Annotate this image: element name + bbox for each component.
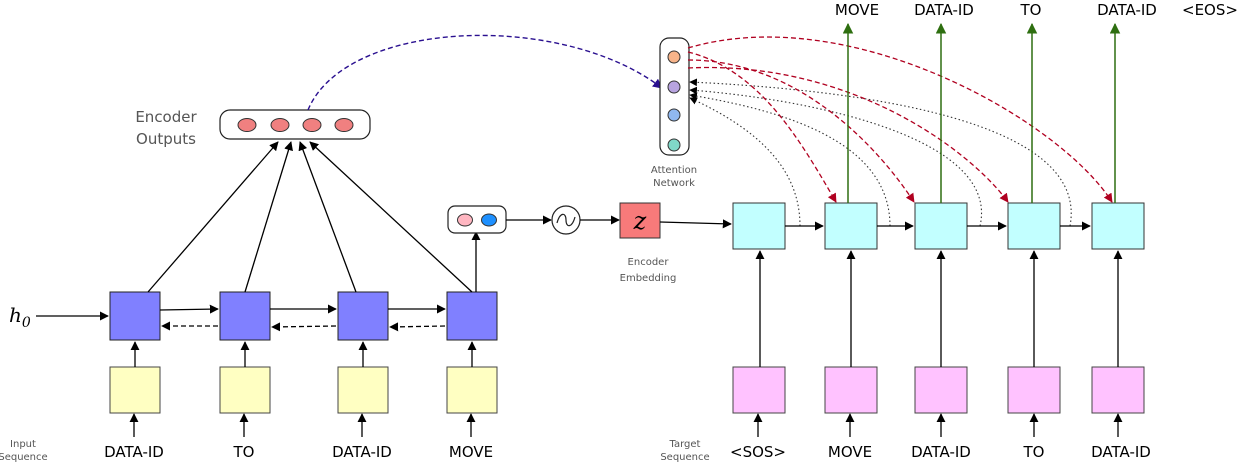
output-token: TO	[1020, 1, 1042, 19]
encoder-embedding-label: Embedding	[620, 273, 677, 284]
latent-box	[447, 205, 507, 234]
input-embedding-box	[337, 366, 389, 414]
decoder-cell	[732, 202, 786, 250]
input-token: DATA-ID	[104, 443, 164, 461]
input-token: MOVE	[449, 443, 493, 461]
encoder-outputs-box	[219, 109, 371, 140]
output-token: DATA-ID	[914, 1, 974, 19]
target-token: <SOS>	[730, 443, 786, 461]
decoder-cell	[914, 202, 968, 250]
latent-dot	[457, 213, 473, 227]
encoder-embedding-label: Encoder	[628, 257, 670, 268]
encoder-cell	[337, 291, 389, 341]
target-embedding-box	[732, 366, 786, 414]
attention-network-box	[659, 37, 690, 156]
context-flow-curve	[307, 34, 663, 111]
encoder-cell	[446, 291, 498, 341]
attention-dot	[667, 50, 681, 64]
attention-dot	[667, 80, 681, 94]
attention-network-label: Attention	[651, 165, 697, 176]
decoder-cell	[824, 202, 878, 250]
input-token: TO	[233, 443, 255, 461]
target-embedding-box	[1091, 366, 1145, 414]
latent-dot	[481, 213, 497, 227]
h0-label: h0	[9, 303, 31, 331]
target-sequence-label: Target	[669, 439, 701, 450]
target-token: MOVE	[828, 443, 872, 461]
input-sequence-label: Input	[10, 439, 36, 450]
output-token: MOVE	[835, 1, 879, 19]
decoder-cell	[1091, 202, 1145, 250]
target-embedding-box	[914, 366, 968, 414]
input-token: DATA-ID	[332, 443, 392, 461]
attention-dot	[667, 108, 681, 122]
target-embedding-box	[1007, 366, 1061, 414]
sampling-icon	[556, 213, 576, 227]
encoder-cell	[219, 291, 271, 341]
z-box	[619, 202, 661, 239]
input-sequence-label: Sequence	[0, 452, 48, 463]
encoder-output-dot	[302, 118, 322, 132]
target-token: DATA-ID	[1091, 443, 1151, 461]
encoder-outputs-label: Outputs	[136, 130, 196, 148]
decoder-cell	[1007, 202, 1061, 250]
target-sequence-label: Sequence	[660, 452, 709, 463]
encoder-output-dot	[334, 118, 354, 132]
encoder-outputs-label: Encoder	[135, 108, 197, 126]
target-token: TO	[1023, 443, 1045, 461]
attention-dot	[667, 138, 681, 152]
input-embedding-box	[446, 366, 498, 414]
output-token: DATA-ID	[1097, 1, 1157, 19]
target-token: DATA-ID	[911, 443, 971, 461]
input-embedding-box	[219, 366, 271, 414]
encoder-cell	[109, 291, 161, 341]
input-embedding-box	[109, 366, 161, 414]
attention-network-label: Network	[653, 178, 695, 189]
z-label: z	[633, 207, 647, 235]
encoder-output-dot	[237, 118, 257, 132]
encoder-output-dot	[270, 118, 290, 132]
output-token: <EOS>	[1182, 1, 1238, 19]
target-embedding-box	[824, 366, 878, 414]
